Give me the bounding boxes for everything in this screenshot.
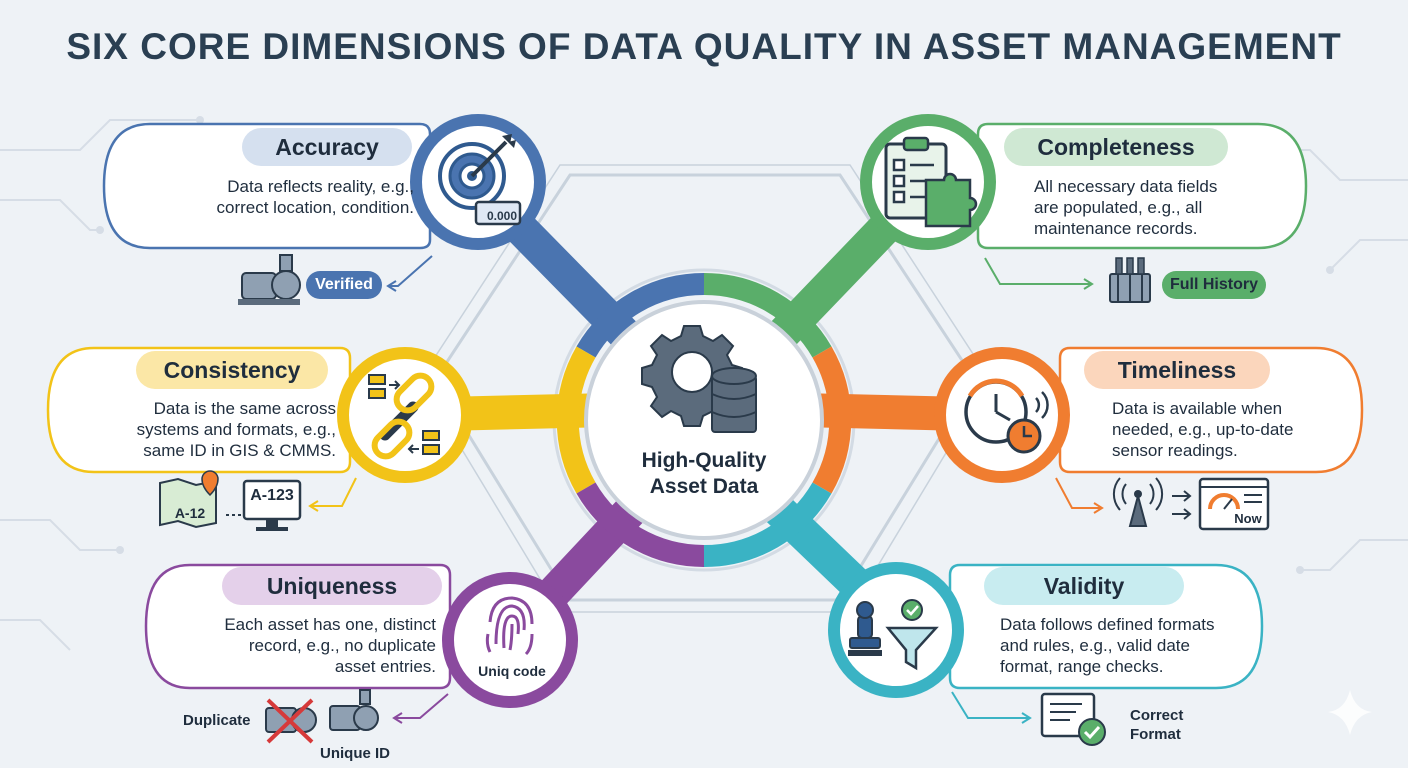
page-title: SIX CORE DIMENSIONS OF DATA QUALITY IN A… bbox=[66, 26, 1342, 67]
transformer-icon bbox=[1109, 257, 1151, 303]
completeness-badge: Full History bbox=[1162, 271, 1266, 299]
map-icon bbox=[159, 470, 219, 529]
accuracy-badge: Verified bbox=[306, 271, 382, 299]
stamp-filter-icon bbox=[848, 599, 939, 671]
fingerprint-icon bbox=[485, 596, 534, 656]
timeliness-screen-label: Now bbox=[1234, 511, 1262, 526]
clipboard-puzzle-icon bbox=[884, 136, 978, 228]
form-check-icon bbox=[1040, 692, 1106, 746]
chain-link-icon bbox=[368, 372, 440, 460]
target-icon bbox=[438, 134, 522, 226]
consistency-map-label: A-12 bbox=[174, 505, 206, 521]
unique-pump-icon bbox=[329, 689, 379, 731]
duplicate-label: Duplicate bbox=[183, 712, 251, 729]
duplicate-pump-icon bbox=[265, 698, 317, 744]
gear-database-icon bbox=[641, 325, 757, 433]
accuracy-title: Accuracy bbox=[242, 128, 412, 166]
validity-result-label: Correct Format bbox=[1130, 707, 1184, 743]
pump-icon bbox=[238, 254, 301, 305]
gauge-screen-icon bbox=[1198, 477, 1270, 531]
accuracy-gauge-readout: 0.000 bbox=[486, 209, 518, 223]
completeness-title: Completeness bbox=[1004, 128, 1228, 166]
uniqueness-icon-label: Uniq code bbox=[478, 663, 546, 679]
consistency-screen-label: A-123 bbox=[250, 487, 294, 504]
timeliness-title: Timeliness bbox=[1084, 351, 1270, 389]
accuracy-description: Data reflects reality, e.g.,correct loca… bbox=[216, 177, 415, 217]
validity-title: Validity bbox=[984, 567, 1184, 605]
monitor-icon bbox=[242, 479, 302, 531]
unique-id-label: Unique ID bbox=[320, 745, 390, 762]
consistency-title: Consistency bbox=[136, 351, 328, 389]
antenna-icon bbox=[1112, 477, 1164, 527]
center-hub bbox=[584, 300, 824, 540]
clock-icon bbox=[964, 378, 1049, 454]
uniqueness-title: Uniqueness bbox=[222, 567, 442, 605]
